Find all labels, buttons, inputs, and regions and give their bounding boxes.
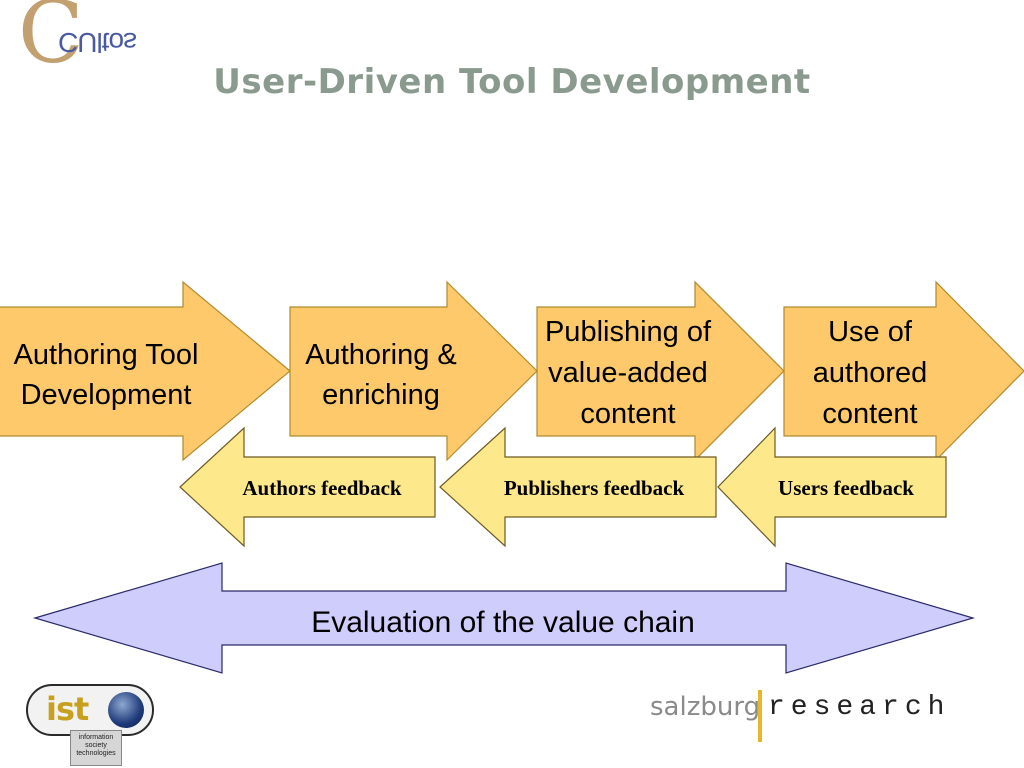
ist-logo: ist information society technologies [26,678,154,768]
evaluation-double-arrow: Evaluation of the value chain [32,562,976,674]
feedback-arrow-2: Publishers feedback [439,426,717,548]
curitos-logo-letter: C [18,0,84,83]
research-logo-text: research [768,692,951,723]
forward-arrow-3-line-3: content [580,398,675,430]
forward-arrow-2: Authoring & enriching [289,280,538,462]
curitos-logo: C CUltos [18,0,148,80]
forward-arrow-1-line-1: Authoring Tool [14,339,199,371]
evaluation-label: Evaluation of the value chain [311,606,695,639]
forward-arrow-1: Authoring Tool Development [0,280,291,462]
forward-arrow-3: Publishing of value-added content [536,280,785,462]
salzburg-logo-text: salzburg [650,692,761,722]
feedback-arrow-2-label: Publishers feedback [504,476,685,500]
ist-caption-line-3: technologies [76,750,116,757]
forward-arrow-3-shape [536,280,785,462]
ist-caption-line-2: society [85,742,107,749]
feedback-arrow-1-label: Authors feedback [242,476,402,500]
forward-arrow-4-line-1: Use of [828,316,913,348]
salzburg-logo-divider [758,690,762,742]
feedback-arrow-3-shape [717,426,947,548]
forward-arrow-4-shape [783,280,1024,462]
ist-logo-badge: ist [26,684,154,736]
forward-arrow-2-line-2: enriching [322,379,440,411]
forward-arrow-1-shape [0,280,291,462]
ist-caption-line-1: information [78,734,114,741]
forward-arrow-4: Use of authored content [783,280,1024,462]
salzburg-research-logo: salzburg research [650,688,950,748]
forward-arrow-2-shape [289,280,538,462]
ist-logo-text: ist [46,690,89,728]
forward-arrow-2-line-1: Authoring & [305,339,457,371]
ist-logo-caption: information society technologies [70,730,122,766]
forward-arrow-3-line-2: value-added [548,357,708,389]
slide-title: User-Driven Tool Development [213,62,811,102]
forward-arrow-4-line-2: authored [813,357,928,389]
feedback-arrow-1-shape [179,426,436,548]
globe-icon [108,692,144,728]
forward-arrow-1-line-2: Development [21,379,192,411]
feedback-arrow-3-label: Users feedback [778,476,914,500]
feedback-arrow-1: Authors feedback [179,426,436,548]
feedback-arrow-2-shape [439,426,717,548]
forward-arrow-3-line-1: Publishing of [545,316,712,348]
evaluation-double-arrow-shape [32,562,976,674]
feedback-arrow-3: Users feedback [717,426,947,548]
forward-arrow-4-line-3: content [822,398,917,430]
